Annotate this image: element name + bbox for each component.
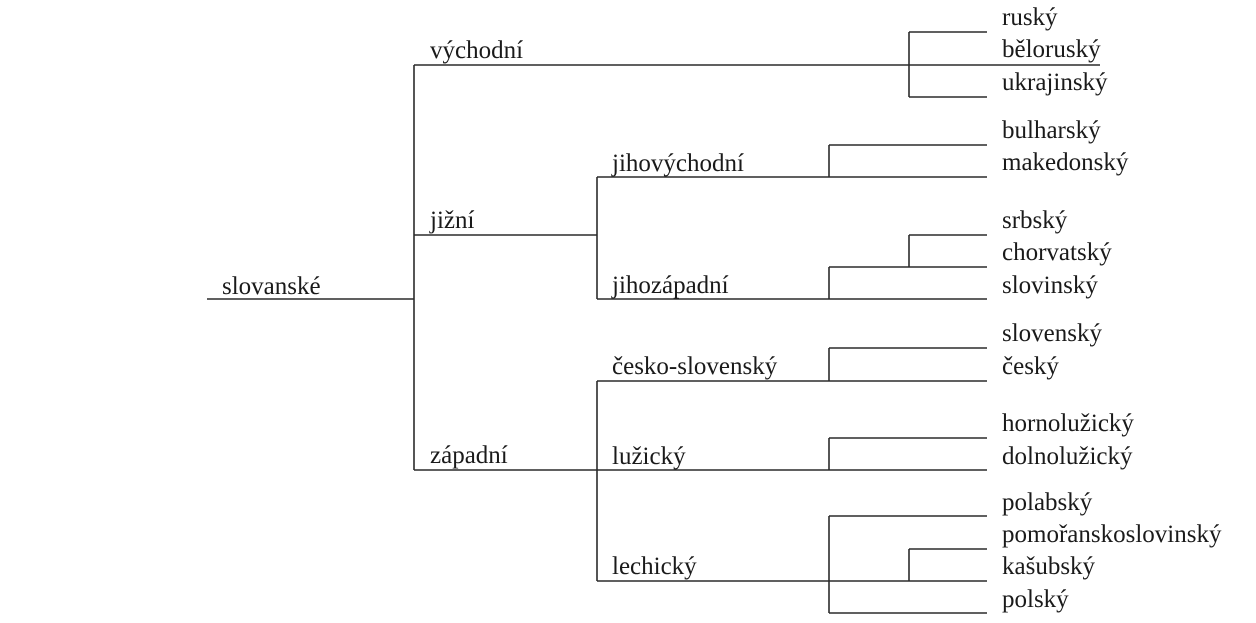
group-label-jihovychodni: jihovýchodní	[611, 150, 744, 177]
language-label: slovenský	[1002, 320, 1103, 347]
language-label: chorvatský	[1002, 239, 1112, 266]
branch-label-zapadni: západní	[430, 442, 508, 469]
language-label: srbský	[1002, 207, 1068, 234]
language-label: hornolužický	[1002, 410, 1134, 437]
language-label: ukrajinský	[1002, 69, 1108, 96]
tree-labels: slovanské východní jižní západní jihovýc…	[222, 4, 1222, 613]
group-label-jihozapadni: jihozápadní	[611, 272, 729, 299]
language-label: polabský	[1002, 489, 1093, 516]
branch-label-vychodni: východní	[430, 37, 523, 64]
language-label: dolnolužický	[1002, 443, 1133, 470]
language-label: pomořanskoslovinský	[1002, 521, 1222, 548]
group-label-lechicky: lechický	[612, 553, 697, 580]
language-label: ruský	[1002, 4, 1058, 31]
language-label: běloruský	[1002, 36, 1101, 63]
root-label: slovanské	[222, 273, 321, 300]
language-label: český	[1002, 353, 1059, 380]
group-label-luzicky: lužický	[612, 443, 686, 470]
language-label: kašubský	[1002, 553, 1096, 580]
language-label: makedonský	[1002, 149, 1129, 176]
tree-connectors	[207, 31, 1100, 614]
branch-label-jizni: jižní	[429, 207, 474, 234]
language-label: polský	[1002, 586, 1069, 613]
language-label: bulharský	[1002, 117, 1101, 144]
language-label: slovinský	[1002, 272, 1098, 299]
group-label-cesko-slovensky: česko-slovenský	[612, 353, 778, 380]
